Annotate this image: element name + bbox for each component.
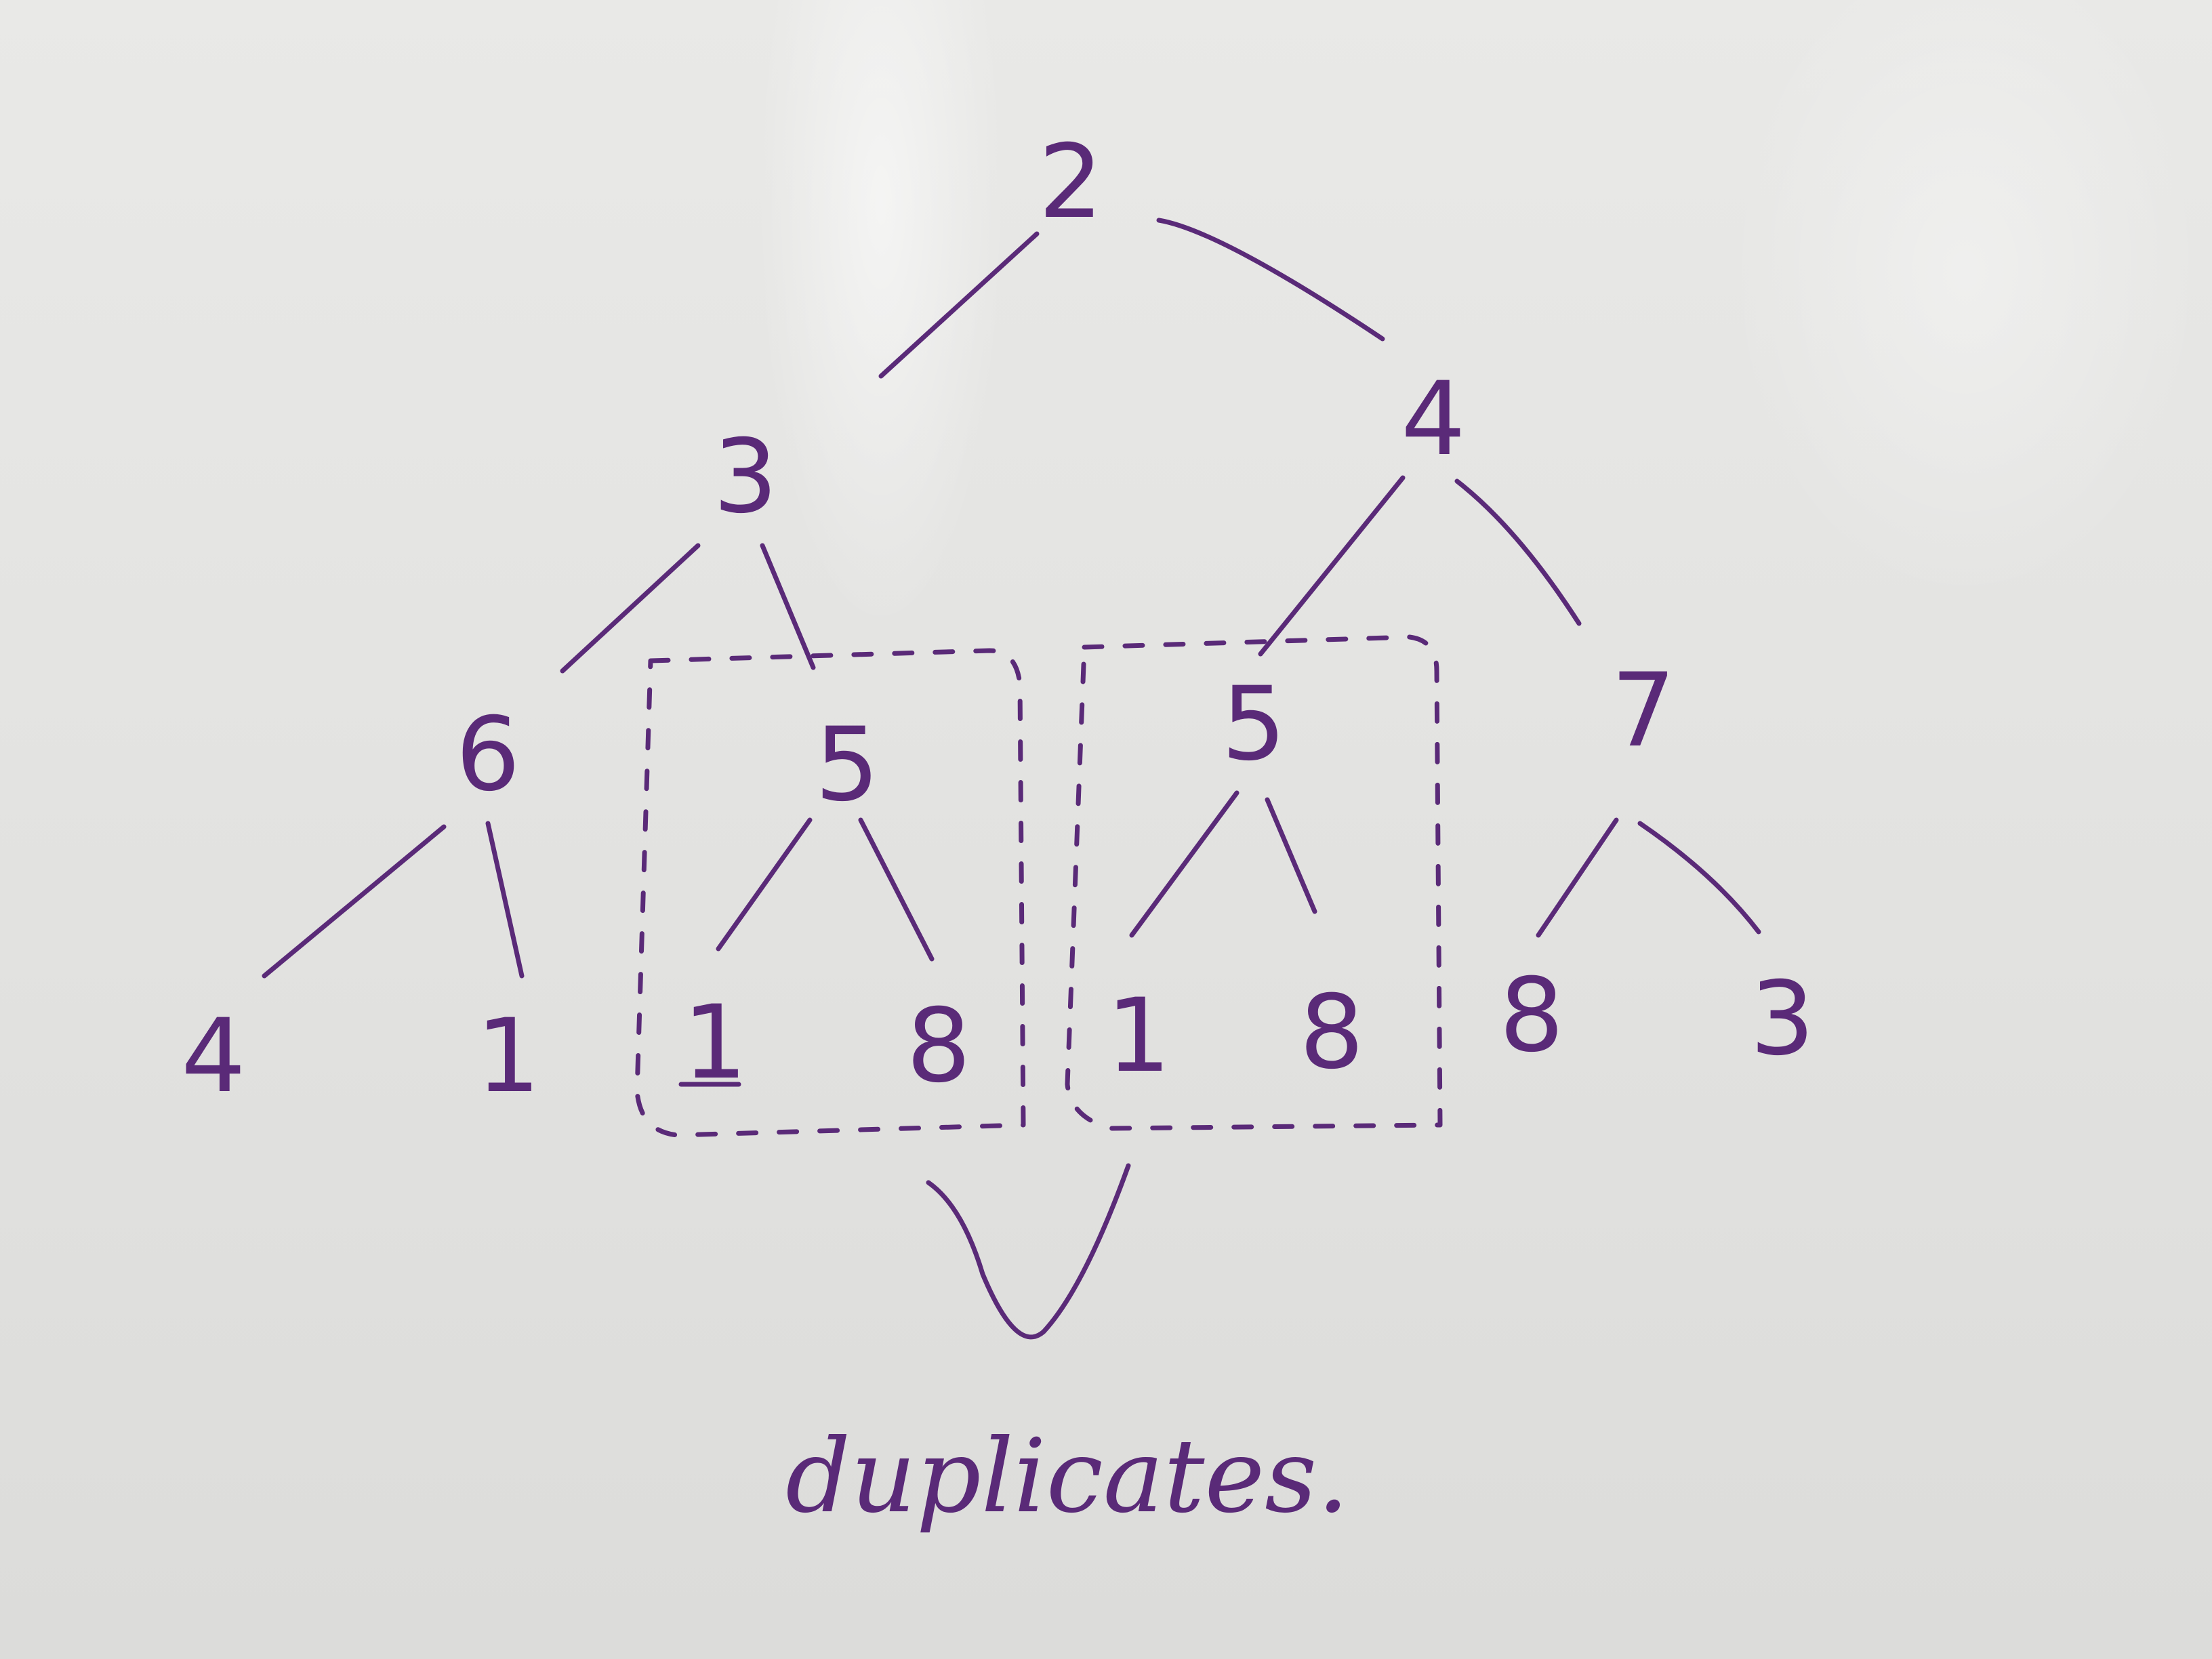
edge-4-5 [1258, 475, 1406, 657]
edge-5b-8 [1265, 797, 1317, 914]
edge-5-8 [858, 817, 935, 962]
node-level3-3: 1 [682, 984, 747, 1102]
duplicate-boxes [634, 634, 1443, 1138]
tree-edges [262, 218, 1761, 979]
node-root: 2 [1038, 123, 1103, 241]
edge-4-7 [1454, 478, 1582, 626]
node-level3-6: 8 [1299, 974, 1364, 1092]
node-level3-2: 1 [476, 998, 540, 1115]
brace-curve [926, 1163, 1131, 1340]
node-level1-right: 4 [1401, 361, 1465, 478]
node-level2-3: 5 [1221, 665, 1286, 783]
dashed-box-right [1065, 634, 1443, 1131]
edge-3-5 [760, 543, 816, 670]
edge-5b-1 [1129, 790, 1240, 938]
node-level3-7: 8 [1499, 957, 1563, 1075]
node-level1-left: 3 [713, 418, 777, 536]
edge-3-6 [560, 543, 701, 674]
dashed-box-left [634, 648, 1026, 1138]
edge-6-4 [262, 824, 447, 979]
node-level2-4: 7 [1611, 652, 1675, 770]
edge-2-3 [878, 231, 1040, 379]
edge-6-1 [485, 821, 525, 979]
node-level2-2: 5 [815, 706, 879, 824]
annotation-label: duplicates. [785, 1418, 1349, 1536]
tree-nodes: 2 3 4 6 5 5 7 4 1 1 8 1 8 8 3 [181, 123, 1814, 1115]
node-level3-5: 1 [1106, 977, 1170, 1095]
edge-2-4 [1156, 218, 1385, 342]
node-level3-4: 8 [906, 987, 970, 1105]
node-level2-1: 6 [455, 696, 520, 814]
edge-5-1 [716, 817, 813, 951]
node-level3-1: 4 [181, 998, 245, 1115]
node-level3-8: 3 [1750, 960, 1814, 1078]
edge-7-3 [1637, 821, 1761, 935]
edge-7-8 [1536, 817, 1619, 938]
